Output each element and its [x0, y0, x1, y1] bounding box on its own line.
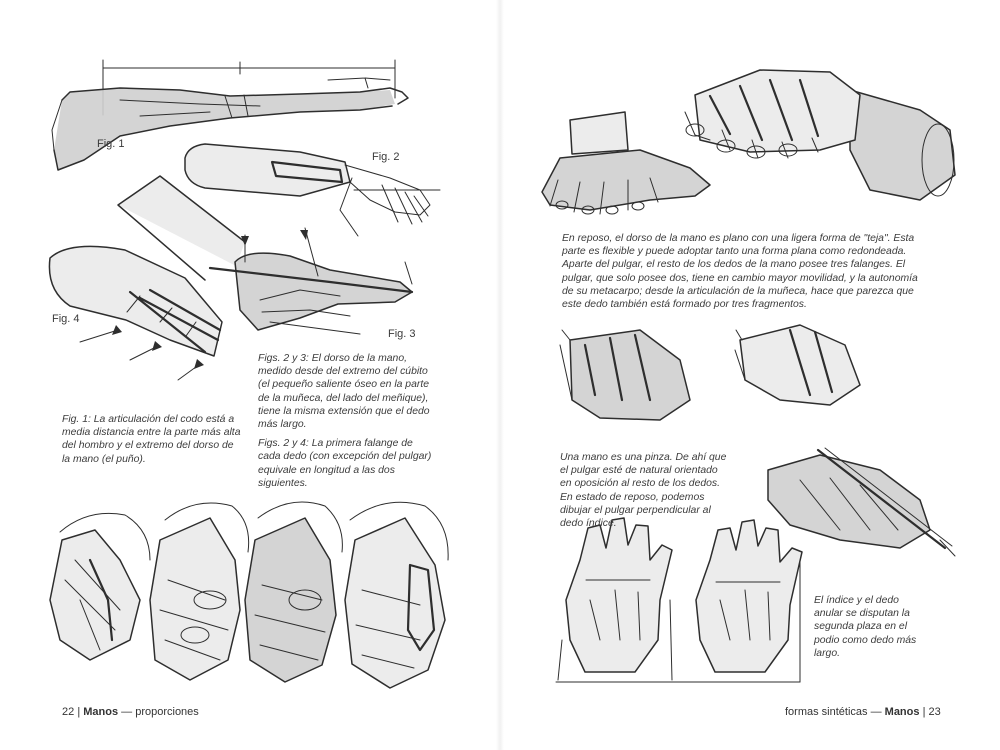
left-folio: 22 | Manos — proporciones	[62, 706, 199, 718]
caption-figs-2-3-and-2-4: Figs. 2 y 3: El dorso de la mano, medido…	[258, 352, 438, 496]
arm-sketch-fig1	[51, 59, 409, 171]
folio-dash: —	[121, 706, 133, 718]
folio-dash: —	[870, 706, 882, 718]
open-hands-pair-sketch	[555, 517, 803, 683]
hand-sketch-fig4	[48, 245, 223, 381]
right-page-illustrations	[541, 69, 956, 683]
hand-sketch-fig3	[117, 175, 414, 335]
figure-label-fig2: Fig. 2	[372, 151, 400, 163]
figure-label-fig1: Fig. 1	[97, 138, 125, 150]
pinch-hands-blocky-sketch	[559, 324, 861, 421]
chapter-name: Manos	[83, 706, 119, 718]
left-page: Fig. 1 Fig. 2 Fig. 3 Fig. 4 Figs. 2 y 3:…	[48, 59, 449, 718]
page-number: 23	[928, 706, 941, 718]
page-number: 22	[62, 706, 75, 718]
caption-hand-pincer: Una mano es una pinza. De ahí que el pul…	[560, 452, 727, 530]
left-page-illustrations	[48, 59, 449, 689]
figure-label-fig4: Fig. 4	[52, 313, 80, 325]
right-folio: formas sintéticas — Manos | 23	[785, 706, 941, 718]
caption-figs-2-4: Figs. 2 y 4: La primera falange de cada …	[258, 438, 432, 489]
folio-separator: |	[922, 706, 926, 718]
chapter-name: Manos	[884, 706, 920, 718]
folio-separator: |	[77, 706, 81, 718]
caption-figs-2-3: Figs. 2 y 3: El dorso de la mano, medido…	[258, 353, 430, 431]
right-page: En reposo, el dorso de la mano es plano …	[500, 0, 1000, 750]
book-gutter	[496, 0, 504, 750]
hand-rest-small-sketch	[541, 111, 711, 215]
caption-index-ring-finger: El índice y el dedo anular se disputan l…	[814, 595, 917, 659]
section-name: formas sintéticas	[785, 706, 868, 718]
caption-hand-at-rest: En reposo, el dorso de la mano es plano …	[562, 233, 918, 311]
forearm-sketch-fig2	[184, 143, 441, 237]
hand-holding-pencil-sketch	[767, 447, 956, 557]
figure-label-fig3: Fig. 3	[388, 328, 416, 340]
hand-construction-sequence	[49, 501, 449, 689]
hand-rest-blocky-sketch	[684, 69, 956, 201]
caption-fig-1: Fig. 1: La articulación del codo está a …	[62, 414, 241, 465]
section-name: proporciones	[135, 706, 199, 718]
